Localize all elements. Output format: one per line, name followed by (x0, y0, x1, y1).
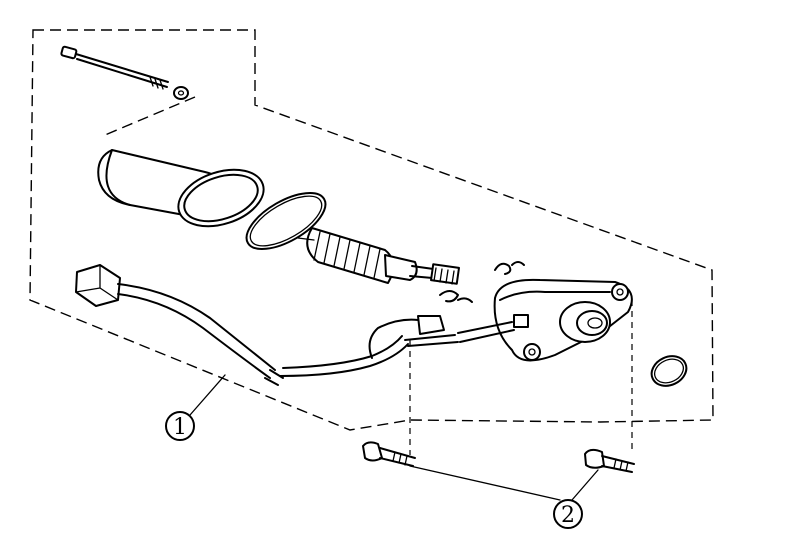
leader-line-2-right (571, 469, 599, 501)
cover-o-ring (650, 355, 688, 387)
assembly-boundary (29, 29, 714, 431)
o-ring (245, 192, 327, 250)
callout-1-label: 1 (173, 415, 187, 440)
callout-2-label: 2 (561, 503, 575, 528)
lead-wire (75, 264, 515, 386)
front-cover (493, 278, 633, 362)
through-bolt (60, 45, 189, 100)
washer (173, 86, 189, 100)
armature (297, 227, 460, 285)
leader-line-1 (189, 374, 226, 416)
screw-right (584, 448, 635, 473)
callout-1: 1 (165, 411, 195, 441)
brush-clips (439, 261, 525, 303)
motor-yoke (97, 149, 265, 228)
boundary-to-cover (104, 96, 196, 136)
callout-2: 2 (553, 499, 583, 529)
leader-line-2-left (409, 465, 561, 501)
screw-left (362, 441, 416, 467)
